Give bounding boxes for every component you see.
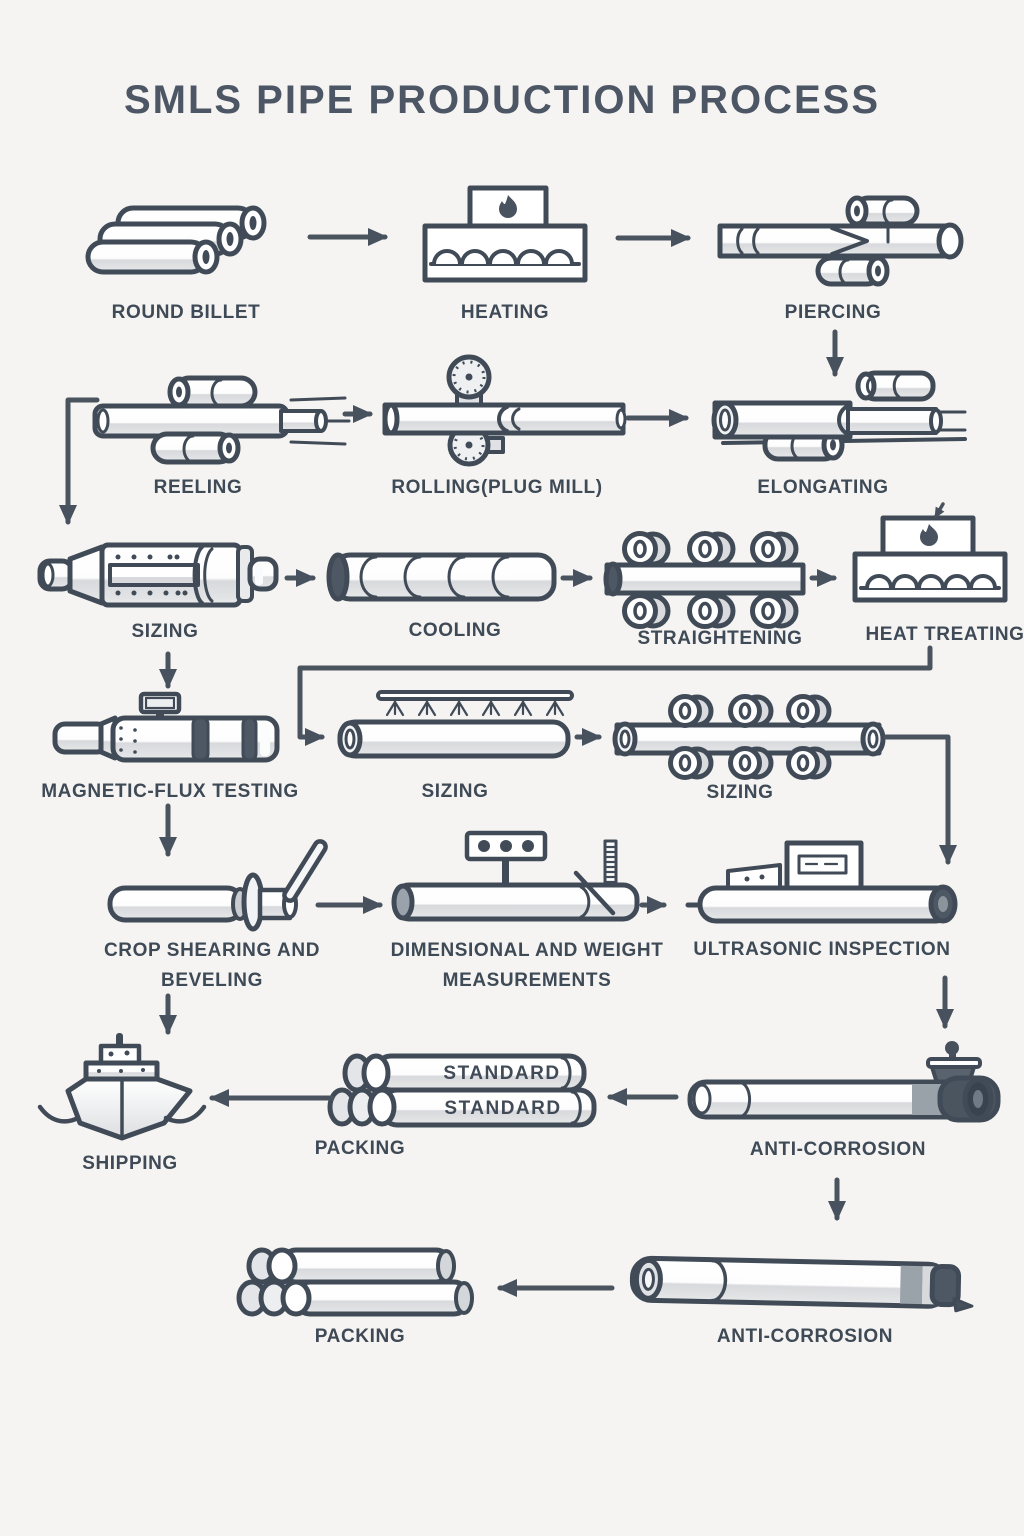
label-magnetic-flux: MAGNETIC-FLUX TESTING	[41, 781, 299, 802]
sizing-roller-wheels	[668, 694, 832, 780]
piercing-top-rollers	[845, 195, 920, 227]
label-rolling: ROLLING(PLUG MILL)	[391, 477, 603, 498]
connector-heat-treating-to-sizing2	[297, 645, 933, 746]
label-reeling: REELING	[153, 477, 243, 498]
ultrasonic-inspection-icon	[685, 840, 958, 924]
piercing-bottom-rollers	[815, 255, 890, 287]
pipe-marking-standard-2: STANDARD	[444, 1098, 561, 1119]
page-title: SMLS PIPE PRODUCTION PROCESS	[123, 78, 881, 122]
crop-shearing-icon	[107, 839, 328, 932]
arrow-into-heat-treating	[934, 502, 945, 519]
label-straightening: STRAIGHTENING	[637, 628, 803, 649]
rolling-plug-mill-icon	[382, 354, 627, 467]
water-wave-right	[163, 1104, 207, 1124]
label-packing-2: PACKING	[314, 1326, 406, 1347]
label-packing-1: PACKING	[314, 1138, 406, 1159]
label-heating: HEATING	[460, 302, 550, 323]
label-elongating: ELONGATING	[757, 477, 889, 498]
heat-treating-furnace-icon	[852, 515, 1008, 603]
label-heat-treating: HEAT TREATING	[865, 624, 1024, 645]
flame-icon	[499, 195, 517, 218]
beveling-blade	[282, 839, 328, 903]
packing-standard-bundle-icon: STANDARD STANDARD	[327, 1053, 597, 1128]
label-sizing-1: SIZING	[131, 621, 199, 642]
label-crop-shearing: CROP SHEARING AND BEVELING	[103, 940, 321, 991]
round-billet-icon	[85, 205, 267, 275]
water-wave-left	[37, 1104, 81, 1124]
heating-furnace-icon	[422, 185, 588, 283]
flame-icon	[920, 524, 938, 546]
connector-sizing3-to-ultrasonic	[883, 734, 957, 865]
sizing-rollers-icon	[612, 694, 886, 780]
cooling-pipe-icon	[326, 552, 557, 602]
label-anti-corrosion-2: ANTI-CORROSION	[716, 1326, 894, 1347]
straightening-icon	[603, 531, 806, 629]
elongating-icon	[711, 370, 967, 462]
label-anti-corrosion-1: ANTI-CORROSION	[749, 1139, 927, 1160]
dimensional-measurement-icon	[391, 830, 640, 922]
sizing-spray-icon	[337, 690, 574, 759]
pipe-marking-standard-1: STANDARD	[443, 1063, 560, 1084]
label-shipping: SHIPPING	[82, 1153, 178, 1174]
label-sizing-3: SIZING	[706, 782, 774, 803]
straightening-rollers	[622, 531, 799, 629]
spray-nozzles	[385, 697, 565, 717]
label-ultrasonic: ULTRASONIC INSPECTION	[693, 939, 951, 960]
label-round-billet: ROUND BILLET	[111, 302, 261, 323]
label-piercing: PIERCING	[784, 302, 882, 323]
label-cooling: COOLING	[408, 620, 502, 641]
label-dimensional: DIMENSIONAL AND WEIGHT MEASUREMENTS	[390, 940, 664, 991]
anti-corrosion-coating-icon	[687, 1041, 1001, 1123]
shipping-ship-icon	[37, 1033, 207, 1141]
piercing-icon	[717, 195, 964, 287]
packing-bundle-icon	[236, 1247, 474, 1317]
reeling-icon	[92, 375, 351, 465]
top-dial-roller	[446, 354, 492, 400]
anti-corrosion-coated-pipe-icon	[629, 1255, 974, 1313]
sizing-machine-icon	[37, 542, 279, 608]
magnetic-flux-testing-icon	[52, 691, 280, 763]
label-sizing-2: SIZING	[421, 781, 489, 802]
connector-reeling-to-sizing	[59, 397, 100, 525]
